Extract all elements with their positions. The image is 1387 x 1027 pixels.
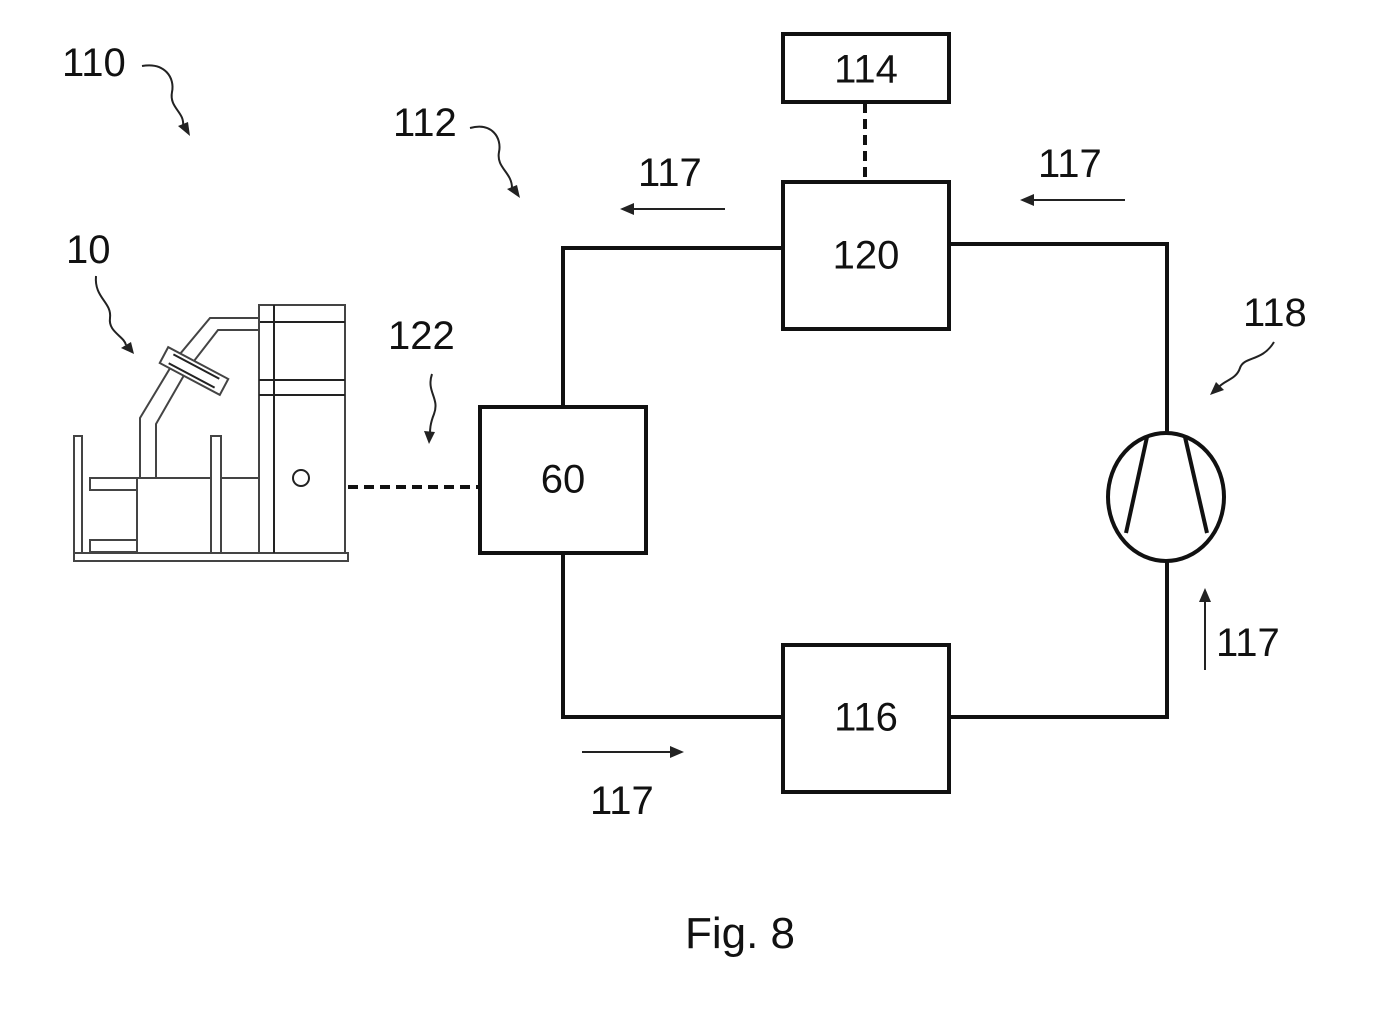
label-117-top-right: 117 bbox=[1038, 142, 1102, 186]
pipe-116-to-60 bbox=[563, 555, 783, 717]
leader-118 bbox=[1210, 342, 1274, 395]
label-110: 110 bbox=[62, 41, 126, 85]
label-112: 112 bbox=[393, 101, 457, 145]
leader-122 bbox=[424, 374, 436, 444]
label-10: 10 bbox=[66, 228, 111, 272]
label-118: 118 bbox=[1243, 291, 1307, 335]
pipe-60-to-120 bbox=[563, 248, 783, 405]
figure-caption: Fig. 8 bbox=[685, 909, 795, 958]
pipe-120-to-compressor bbox=[950, 244, 1167, 432]
arrow-left-top-right bbox=[1020, 194, 1125, 206]
leader-110 bbox=[142, 65, 190, 136]
label-117-top-left: 117 bbox=[638, 151, 702, 195]
arrow-up-right bbox=[1199, 588, 1211, 670]
box-60-label: 60 bbox=[541, 458, 586, 502]
label-117-right: 117 bbox=[1216, 621, 1280, 665]
label-117-bottom: 117 bbox=[590, 779, 654, 823]
leader-10 bbox=[96, 276, 134, 354]
machine-drawing bbox=[74, 305, 348, 561]
box-120-label: 120 bbox=[833, 234, 900, 278]
compressor-symbol bbox=[1108, 433, 1224, 561]
pipe-compressor-to-116 bbox=[950, 562, 1167, 717]
box-114-label: 114 bbox=[834, 48, 898, 92]
leader-112 bbox=[470, 127, 520, 198]
arrow-left-top bbox=[620, 203, 725, 215]
label-122: 122 bbox=[388, 314, 455, 358]
box-116-label: 116 bbox=[834, 696, 898, 740]
arrow-right-bottom bbox=[582, 746, 684, 758]
